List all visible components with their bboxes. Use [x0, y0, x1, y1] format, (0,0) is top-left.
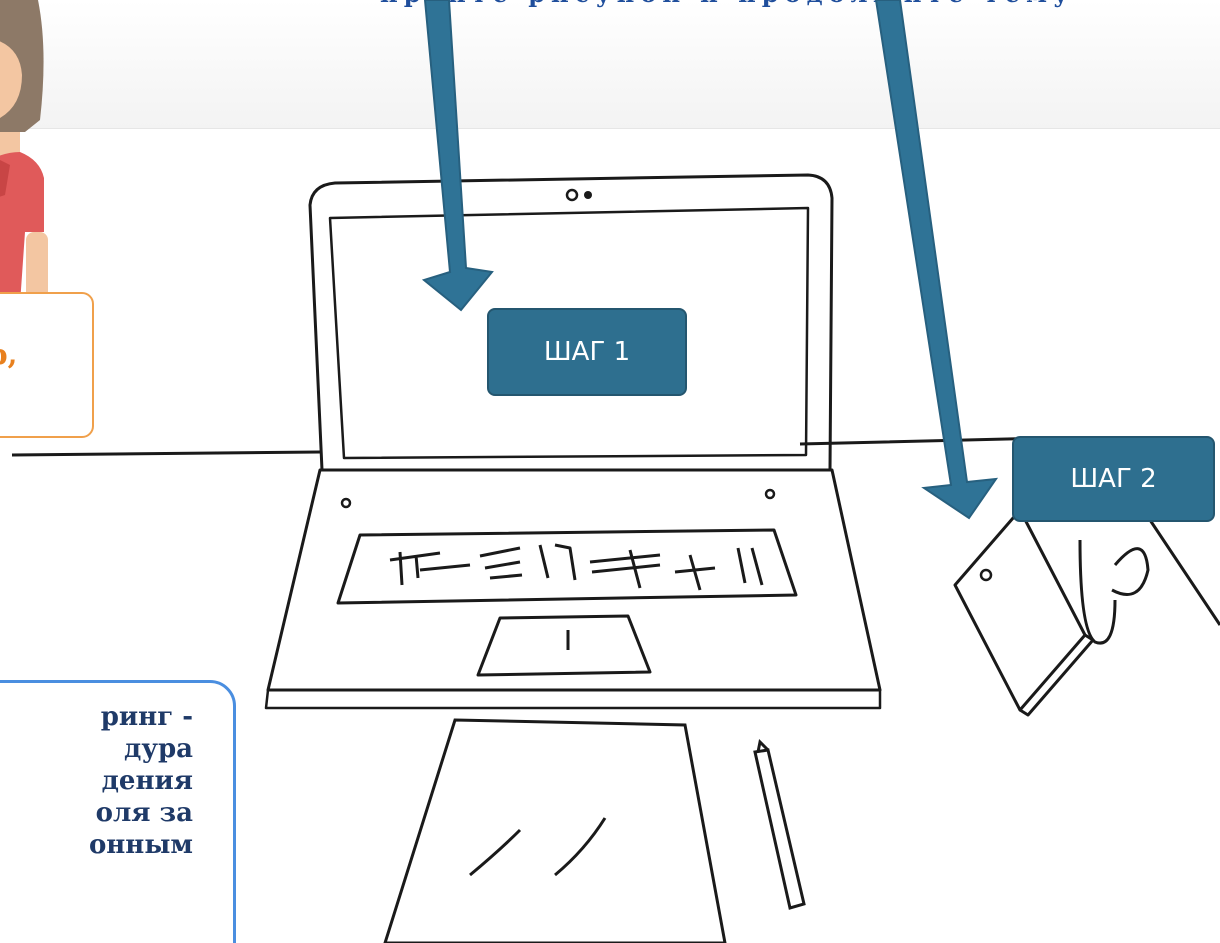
- paper-sketch-icon: [385, 720, 725, 943]
- table-edge: [12, 438, 1050, 455]
- woman-avatar-icon: [0, 0, 48, 304]
- definition-line: оля за: [0, 797, 193, 829]
- laptop-sketch-icon: [266, 175, 880, 708]
- cup-sketch-icon: [1080, 520, 1220, 643]
- arrow-down-icon: [424, 0, 492, 310]
- definition-line: ринг -: [0, 701, 193, 733]
- definition-line: онным: [0, 829, 193, 861]
- definition-line: дения: [0, 765, 193, 797]
- phone-sketch-icon: [955, 510, 1093, 715]
- definition-callout: ринг - дура дения оля за онным: [0, 680, 236, 943]
- speech-bubble-text: р,: [0, 338, 17, 371]
- step-1-label: ШАГ 1: [487, 308, 687, 396]
- camera-icon: [567, 190, 592, 200]
- speech-bubble-orange: р,: [0, 292, 94, 438]
- pen-sketch-icon: [755, 742, 804, 908]
- definition-line: дура: [0, 733, 193, 765]
- step-2-label: ШАГ 2: [1012, 436, 1215, 522]
